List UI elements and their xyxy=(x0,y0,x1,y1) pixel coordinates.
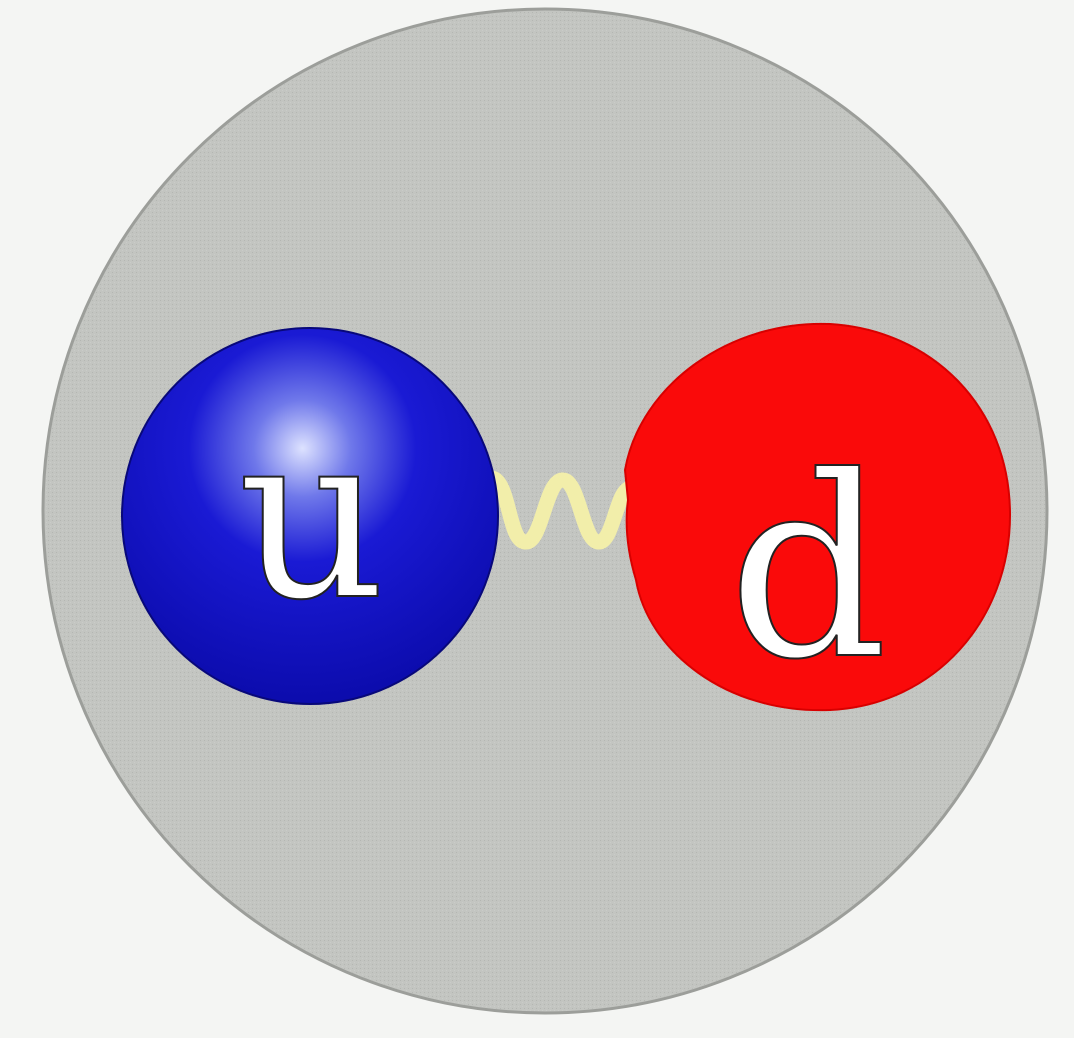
down-quark: d xyxy=(625,324,1010,714)
down-quark-label: d xyxy=(728,423,888,714)
up-quark-label: u xyxy=(238,384,386,651)
up-quark: u xyxy=(122,328,498,704)
